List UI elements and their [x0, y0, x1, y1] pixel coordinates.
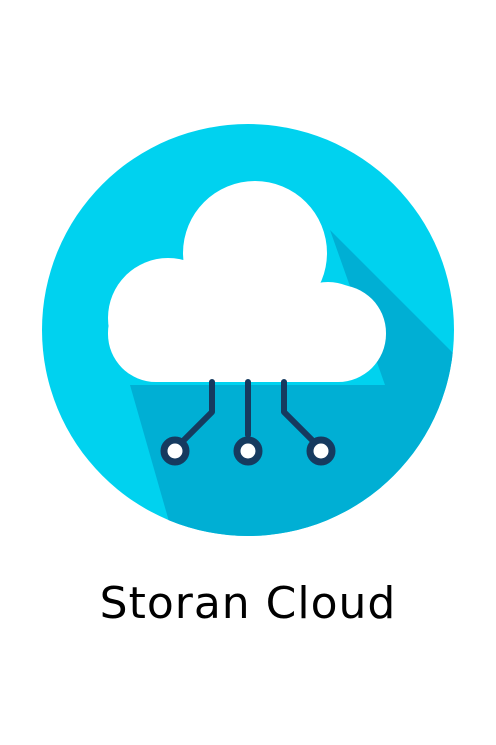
circuit-node-center: [233, 436, 263, 466]
cloud-network-icon: [42, 124, 454, 536]
circuit-lines: [174, 379, 322, 450]
logo: [42, 124, 454, 536]
circuit-node-left: [160, 436, 190, 466]
app-name: Storan Cloud: [99, 578, 397, 629]
circuit-node-right: [306, 436, 336, 466]
cloud-shape: [108, 181, 386, 382]
circuit-nodes: [160, 436, 336, 466]
